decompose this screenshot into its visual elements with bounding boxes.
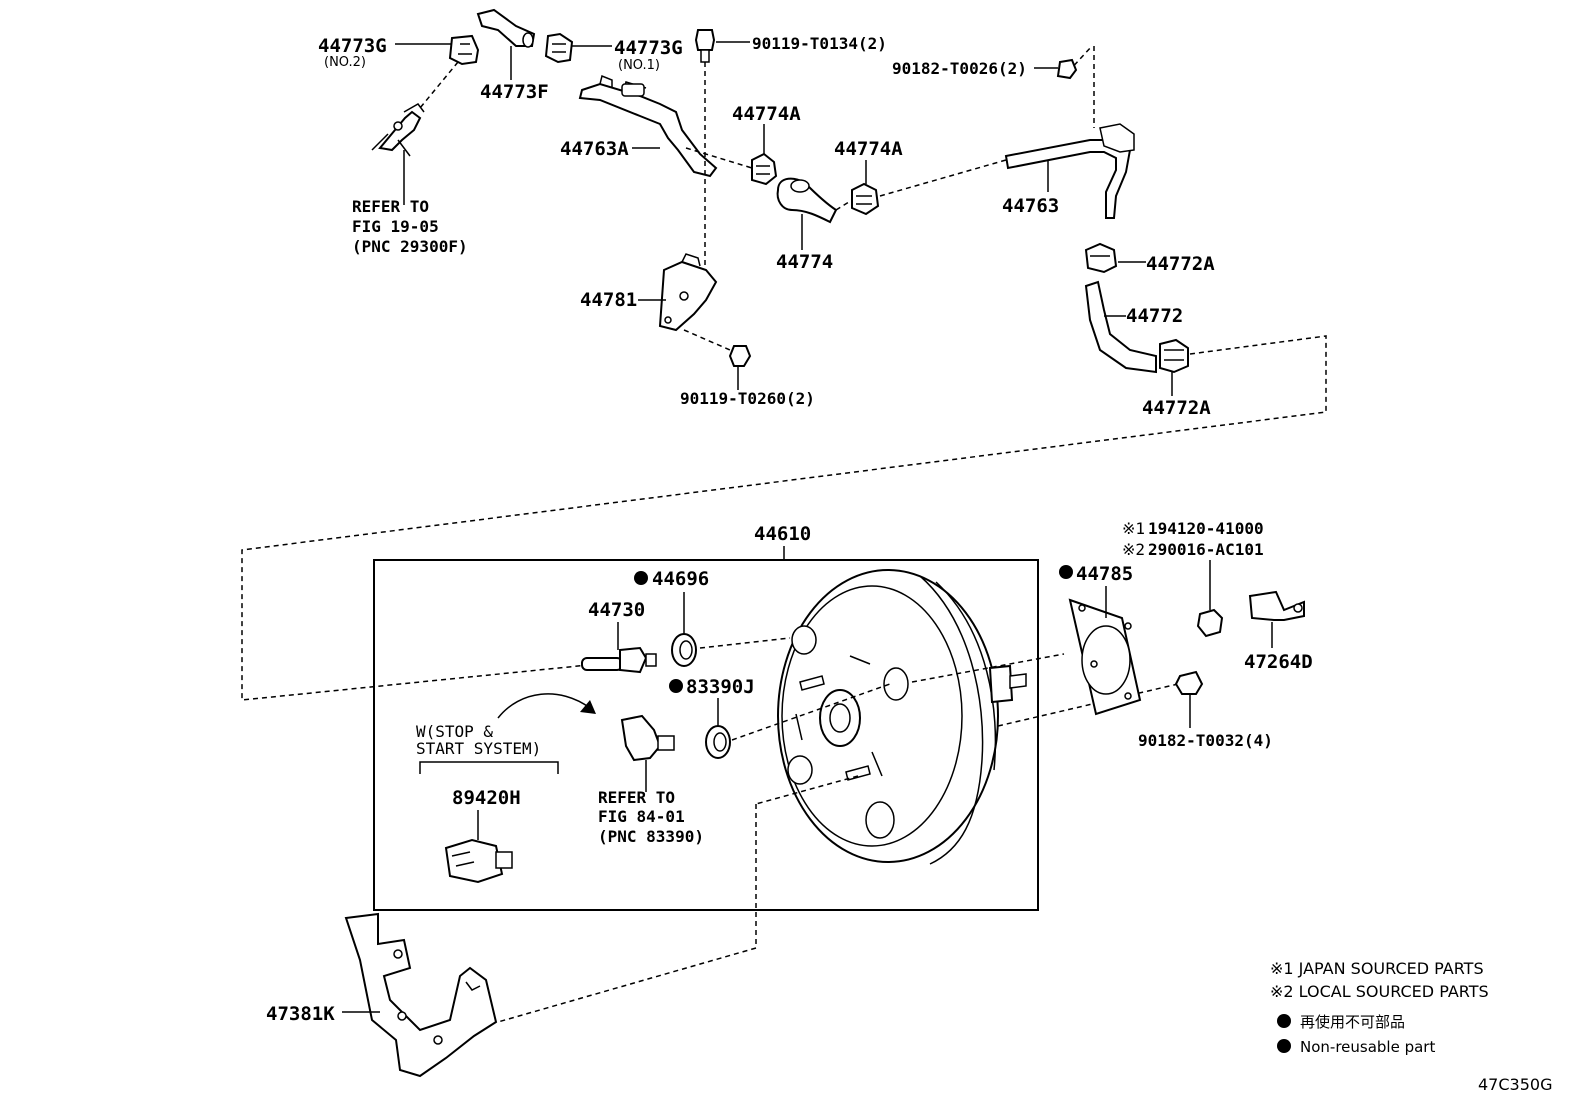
label-90119-t0260: 90119-T0260(2) <box>680 389 815 408</box>
refer-fig-8401-line1: REFER TO <box>598 788 675 807</box>
vacuum-pipe-44763 <box>1004 123 1135 219</box>
condition-note-line1: W(STOP & <box>416 722 493 741</box>
nut-90182-t0026 <box>1056 58 1078 80</box>
nut-194120-290016 <box>1196 608 1224 638</box>
bolt-90119-t0260 <box>728 345 752 367</box>
label-44785: 44785 <box>1076 563 1133 585</box>
label-90182-t0026: 90182-T0026(2) <box>892 59 1027 78</box>
clevis-47264d <box>1248 590 1305 621</box>
label-44773g-no1: 44773G <box>614 37 683 59</box>
nonreusable-mark-44785 <box>1059 565 1073 579</box>
label-44774: 44774 <box>776 251 833 273</box>
legend-note2: ※2 LOCAL SOURCED PARTS <box>1270 982 1489 1001</box>
label-194120-41000: 194120-41000 <box>1148 519 1264 538</box>
clamp-44773g-no1 <box>544 32 574 64</box>
bracket-44781 <box>658 253 718 332</box>
gasket-44785 <box>1068 598 1142 716</box>
label-44774a-left: 44774A <box>732 103 801 125</box>
legend-note1: ※1 JAPAN SOURCED PARTS <box>1270 959 1484 978</box>
bracket-47381k <box>344 912 498 1078</box>
vacuum-pipe-bracket-44763a <box>578 74 718 178</box>
label-89420h: 89420H <box>452 787 521 809</box>
hose-44772 <box>1084 280 1157 374</box>
clamp-44774a-left <box>751 152 778 186</box>
vacuum-sensor-fitting <box>620 714 675 762</box>
clamp-44773g-no2 <box>448 34 480 66</box>
label-44763a: 44763A <box>560 138 629 160</box>
label-90182-t0032: 90182-T0032(4) <box>1138 731 1273 750</box>
legend: ※1 JAPAN SOURCED PARTS ※2 LOCAL SOURCED … <box>1270 959 1489 1056</box>
label-44763: 44763 <box>1002 195 1059 217</box>
brake-booster-44610 <box>777 569 1027 865</box>
diagram-id: 47C350G <box>1478 1075 1552 1094</box>
label-44772: 44772 <box>1126 305 1183 327</box>
refer-fig-1905-line3: (PNC 29300F) <box>352 237 468 256</box>
label-44610: 44610 <box>754 523 811 545</box>
booster-assembly-box <box>373 559 1039 911</box>
refer-fig-1905-line2: FIG 19-05 <box>352 217 439 236</box>
grommet-44696 <box>671 633 697 667</box>
legend-nonreusable-jp: 再使用不可部品 <box>1300 1013 1405 1031</box>
label-47381k: 47381K <box>266 1003 335 1025</box>
refer-fig-1905-line1: REFER TO <box>352 197 429 216</box>
legend-nonreusable-en: Non-reusable part <box>1300 1038 1435 1056</box>
sensor-89420h <box>444 838 513 884</box>
label-83390j: 83390J <box>686 676 755 698</box>
label-44781: 44781 <box>580 289 637 311</box>
check-valve-44730 <box>581 646 657 674</box>
refer-fig-8401-line3: (PNC 83390) <box>598 827 704 846</box>
nonreusable-mark-44696 <box>634 571 648 585</box>
label-44772a-bottom: 44772A <box>1142 397 1211 419</box>
clamp-44774a-right <box>851 182 880 216</box>
legend-bullet-jp <box>1277 1014 1291 1028</box>
clamp-44772a-top <box>1084 242 1118 274</box>
grommet-83390j <box>705 725 731 759</box>
label-44774a-right: 44774A <box>834 138 903 160</box>
label-290016-ac101-prefix: ※2 <box>1122 540 1145 559</box>
intake-vacuum-fitting <box>371 103 425 157</box>
label-90119-t0134: 90119-T0134(2) <box>752 34 887 53</box>
label-44773f: 44773F <box>480 81 549 103</box>
label-44772a-top: 44772A <box>1146 253 1215 275</box>
label-44773g-no2: 44773G <box>318 35 387 57</box>
label-44773g-no2-sub: (NO.2) <box>324 55 366 70</box>
curved-arrow <box>497 693 591 719</box>
nonreusable-mark-83390j <box>669 679 683 693</box>
label-44696: 44696 <box>652 568 709 590</box>
clamp-44772a-bottom <box>1159 338 1189 374</box>
label-44773g-no1-sub: (NO.1) <box>618 58 660 73</box>
nut-90182-t0032 <box>1174 670 1204 695</box>
legend-bullet-en <box>1277 1039 1291 1053</box>
hose-44773f <box>476 8 536 48</box>
bolt-90119-t0134 <box>694 29 716 63</box>
label-47264d: 47264D <box>1244 651 1313 673</box>
label-44730: 44730 <box>588 599 645 621</box>
label-194120-41000-prefix: ※1 <box>1122 519 1145 538</box>
condition-note-line2: START SYSTEM) <box>416 739 541 758</box>
label-290016-ac101: 290016-AC101 <box>1148 540 1264 559</box>
refer-fig-8401-line2: FIG 84-01 <box>598 807 685 826</box>
hose-44774 <box>776 177 838 224</box>
